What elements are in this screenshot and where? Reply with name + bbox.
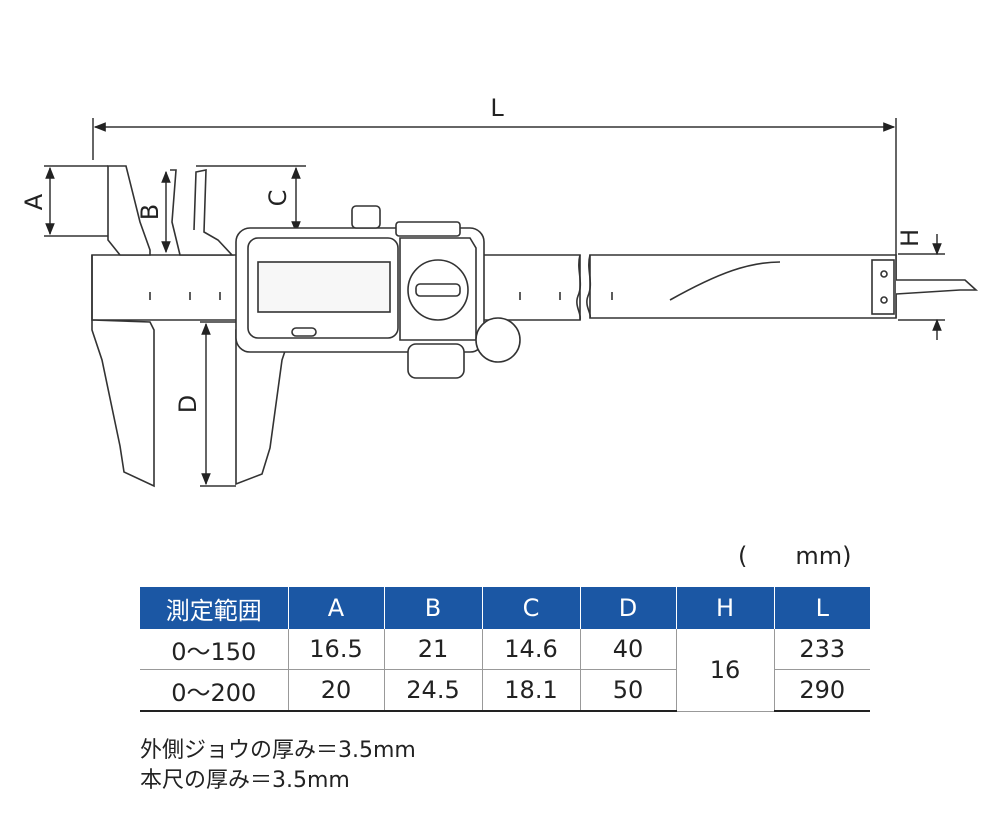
cell-A: 16.5 — [287, 629, 384, 670]
cell-range: 0〜200 — [140, 669, 288, 712]
label-C: C — [264, 190, 292, 207]
header-B: B — [383, 587, 482, 629]
cell-B: 24.5 — [383, 669, 482, 712]
note-jaw-thickness: 外側ジョウの厚み＝3.5mm — [140, 738, 416, 763]
cell-D: 40 — [579, 629, 676, 670]
cell-L: 290 — [773, 669, 870, 712]
header-C: C — [481, 587, 580, 629]
cell-H: 16 — [675, 629, 774, 712]
cell-C: 18.1 — [481, 669, 580, 712]
table-row: 0〜150 16.5 21 14.6 40 16 233 — [140, 629, 870, 712]
label-B: B — [136, 204, 164, 220]
label-L: L — [490, 94, 504, 122]
header-A: A — [287, 587, 384, 629]
cell-C: 14.6 — [481, 629, 580, 670]
dimension-D — [200, 321, 236, 487]
unit-text: mm) — [795, 542, 852, 570]
dimension-C — [196, 165, 306, 234]
dimension-H — [898, 234, 945, 340]
header-D: D — [579, 587, 676, 629]
label-A: A — [20, 193, 48, 210]
caliper-body — [91, 165, 979, 488]
header-range: 測定範囲 — [140, 587, 288, 629]
spec-table: 測定範囲 A B C D H L 0〜150 16.5 21 14.6 40 1… — [140, 587, 870, 712]
beam-break-marks — [576, 254, 592, 321]
note-beam-thickness: 本尺の厚み＝3.5mm — [140, 768, 350, 793]
cell-range: 0〜150 — [140, 629, 288, 670]
header-L: L — [773, 587, 870, 629]
table-row: 0〜200 20 24.5 18.1 50 290 — [140, 669, 870, 712]
caliper-drawing: L A B C D H — [20, 94, 979, 488]
label-H: H — [896, 229, 924, 247]
cell-L: 233 — [773, 629, 870, 670]
unit-open-paren: ( — [738, 542, 748, 570]
header-H: H — [675, 587, 774, 629]
cell-B: 21 — [383, 629, 482, 670]
cell-D: 50 — [579, 669, 676, 712]
table-header-row: 測定範囲 A B C D H L — [140, 587, 870, 629]
label-D: D — [174, 395, 202, 413]
cell-A: 20 — [287, 669, 384, 712]
unit-label: ( mm) — [738, 542, 852, 570]
